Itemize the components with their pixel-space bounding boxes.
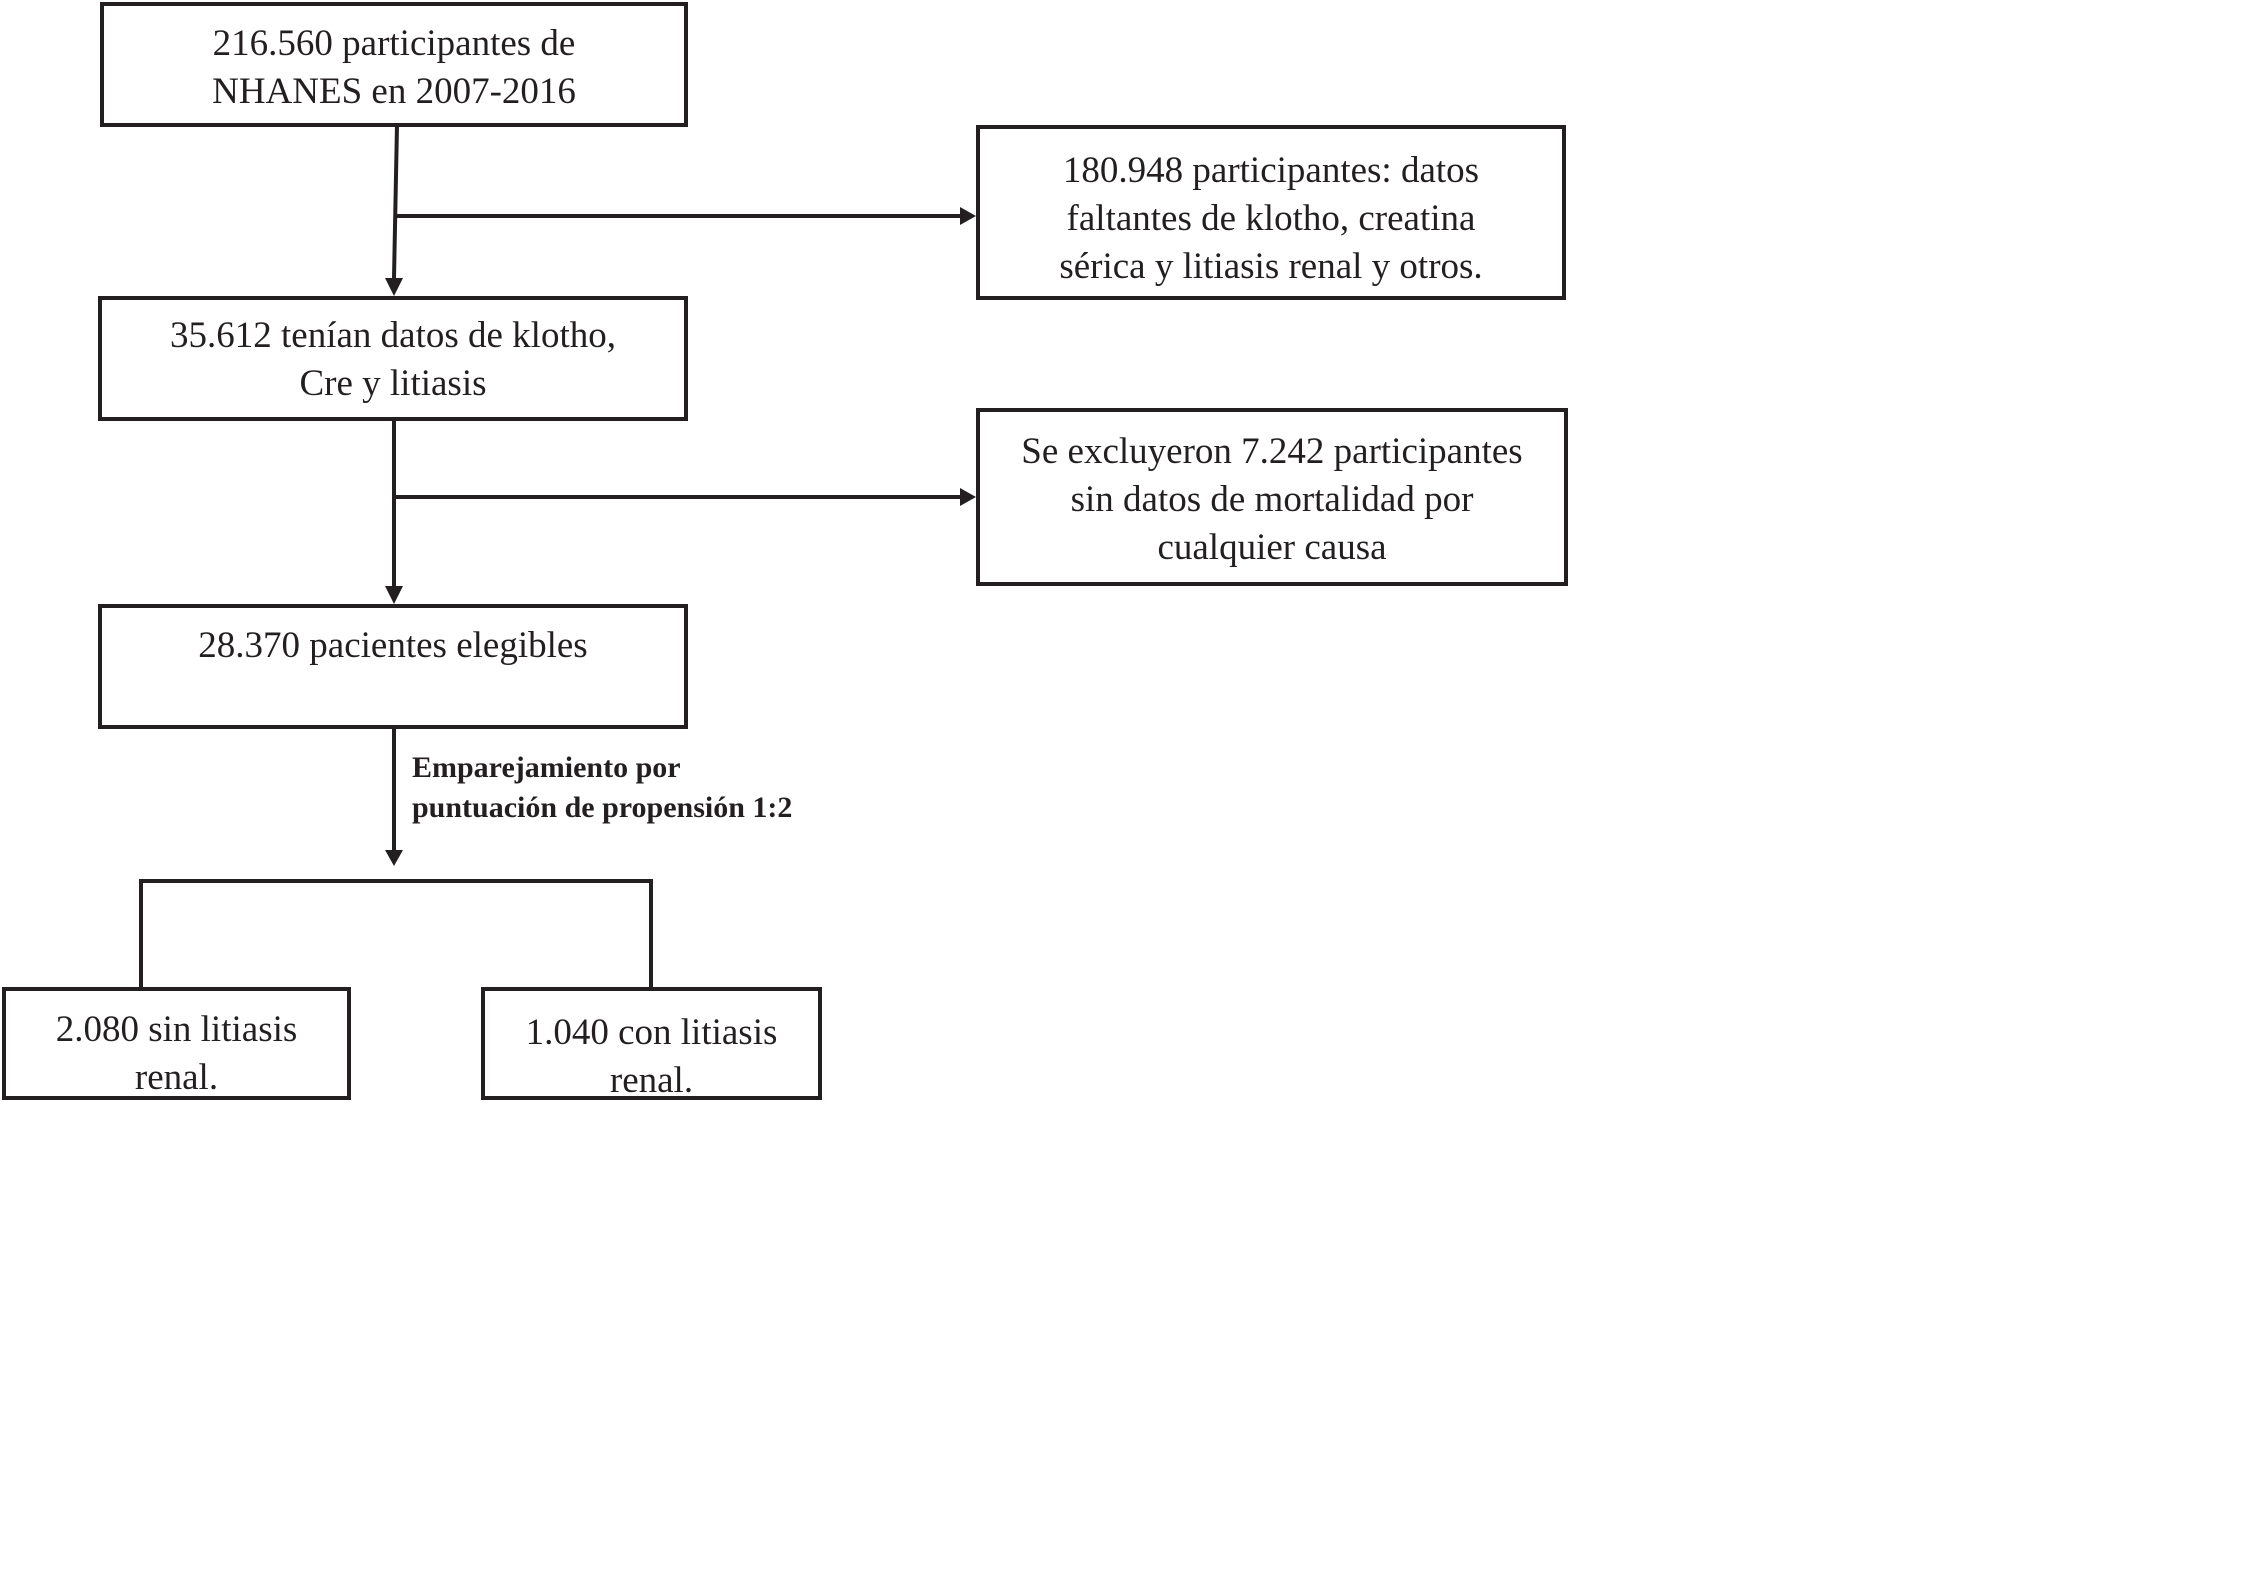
node-exclusion-2-line-3: cualquier causa <box>1157 527 1387 568</box>
node-exclusion-1-line-1: 180.948 participantes: datos <box>1062 150 1480 191</box>
split-bracket <box>139 879 653 987</box>
arrowhead-data-to-eligible <box>385 586 403 604</box>
node-no-stones-line-2: renal. <box>134 1057 219 1098</box>
node-exclusion-1-line-3: sérica y litiasis renal y otros. <box>1059 246 1483 287</box>
node-start-line-1: 216.560 participantes de <box>212 23 576 64</box>
node-eligible-line-1: 28.370 pacientes elegibles <box>198 625 588 666</box>
node-with-data-line-1: 35.612 tenían datos de klotho, <box>170 315 616 356</box>
node-exclusion-1-line-2: faltantes de klotho, creatina <box>1066 198 1476 239</box>
node-start: 216.560 participantes de NHANES en 2007-… <box>100 2 688 127</box>
node-with-stones-line-1: 1.040 con litiasis <box>525 1012 778 1053</box>
node-no-stones: 2.080 sin litiasis renal. <box>2 987 351 1100</box>
arrowhead-exclusion-2 <box>960 488 976 506</box>
connector-lines <box>139 124 976 987</box>
arrowhead-eligible-to-split <box>385 850 403 866</box>
node-with-stones: 1.040 con litiasis renal. <box>481 987 822 1101</box>
arrowhead-exclusion-1 <box>960 207 976 225</box>
node-with-data-line-2: Cre y litiasis <box>299 363 487 404</box>
node-exclusion-1: 180.948 participantes: datos faltantes d… <box>976 125 1566 300</box>
node-exclusion-2: Se excluyeron 7.242 participantes sin da… <box>976 408 1568 586</box>
node-eligible: 28.370 pacientes elegibles <box>98 604 688 729</box>
node-with-stones-line-2: renal. <box>609 1060 694 1101</box>
node-start-line-2: NHANES en 2007-2016 <box>212 71 576 112</box>
node-no-stones-line-1: 2.080 sin litiasis <box>55 1009 298 1050</box>
arrow-start-to-data <box>392 124 399 279</box>
propensity-matching-label-line-2: puntuación de propensión 1:2 <box>412 791 793 824</box>
propensity-matching-label: Emparejamiento por puntuación de propens… <box>412 748 792 828</box>
node-exclusion-2-line-1: Se excluyeron 7.242 participantes <box>1021 431 1523 472</box>
arrowhead-start-to-data <box>385 278 403 296</box>
node-with-data: 35.612 tenían datos de klotho, Cre y lit… <box>98 296 688 421</box>
propensity-matching-label-line-1: Emparejamiento por <box>412 751 681 784</box>
node-exclusion-2-line-2: sin datos de mortalidad por <box>1070 479 1474 520</box>
